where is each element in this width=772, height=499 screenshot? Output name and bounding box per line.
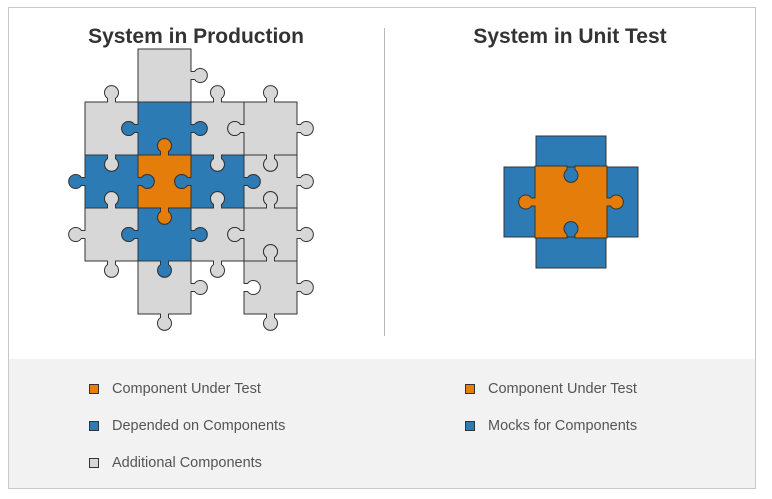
legend-swatch-gray: [89, 458, 99, 468]
production-piece-additional: [137, 48, 208, 103]
production-piece-additional: [137, 260, 208, 331]
legend-label: Mocks for Components: [488, 418, 638, 434]
production-piece-additional: [243, 244, 314, 331]
legend-label: Component Under Test: [112, 381, 261, 397]
puzzle-diagram: [68, 48, 639, 331]
legend-swatch-blue: [89, 421, 99, 431]
legend-swatch-orange: [89, 384, 99, 394]
legend-label: Component Under Test: [488, 381, 637, 397]
legend: Component Under Test Depended on Compone…: [9, 359, 755, 488]
panel-divider: [384, 28, 385, 336]
legend-item-component-under-test: Component Under Test: [89, 379, 261, 399]
legend-item-mocks-for-components: Mocks for Components: [465, 416, 637, 436]
unit-test-puzzle: [503, 135, 639, 269]
legend-item-additional-components: Additional Components: [89, 453, 262, 473]
figure-frame: System in Production System in Unit Test…: [8, 7, 756, 489]
legend-label: Depended on Components: [112, 418, 286, 434]
legend-item-component-under-test-right: Component Under Test: [465, 379, 637, 399]
legend-item-depended-on-components: Depended on Components: [89, 416, 285, 436]
unit-test-component-under-test: [518, 165, 624, 239]
production-title: System in Production: [88, 25, 304, 48]
legend-label: Additional Components: [112, 455, 262, 471]
legend-swatch-blue: [465, 421, 475, 431]
production-puzzle: [68, 48, 314, 331]
unit-test-title: System in Unit Test: [473, 25, 667, 48]
legend-swatch-orange: [465, 384, 475, 394]
